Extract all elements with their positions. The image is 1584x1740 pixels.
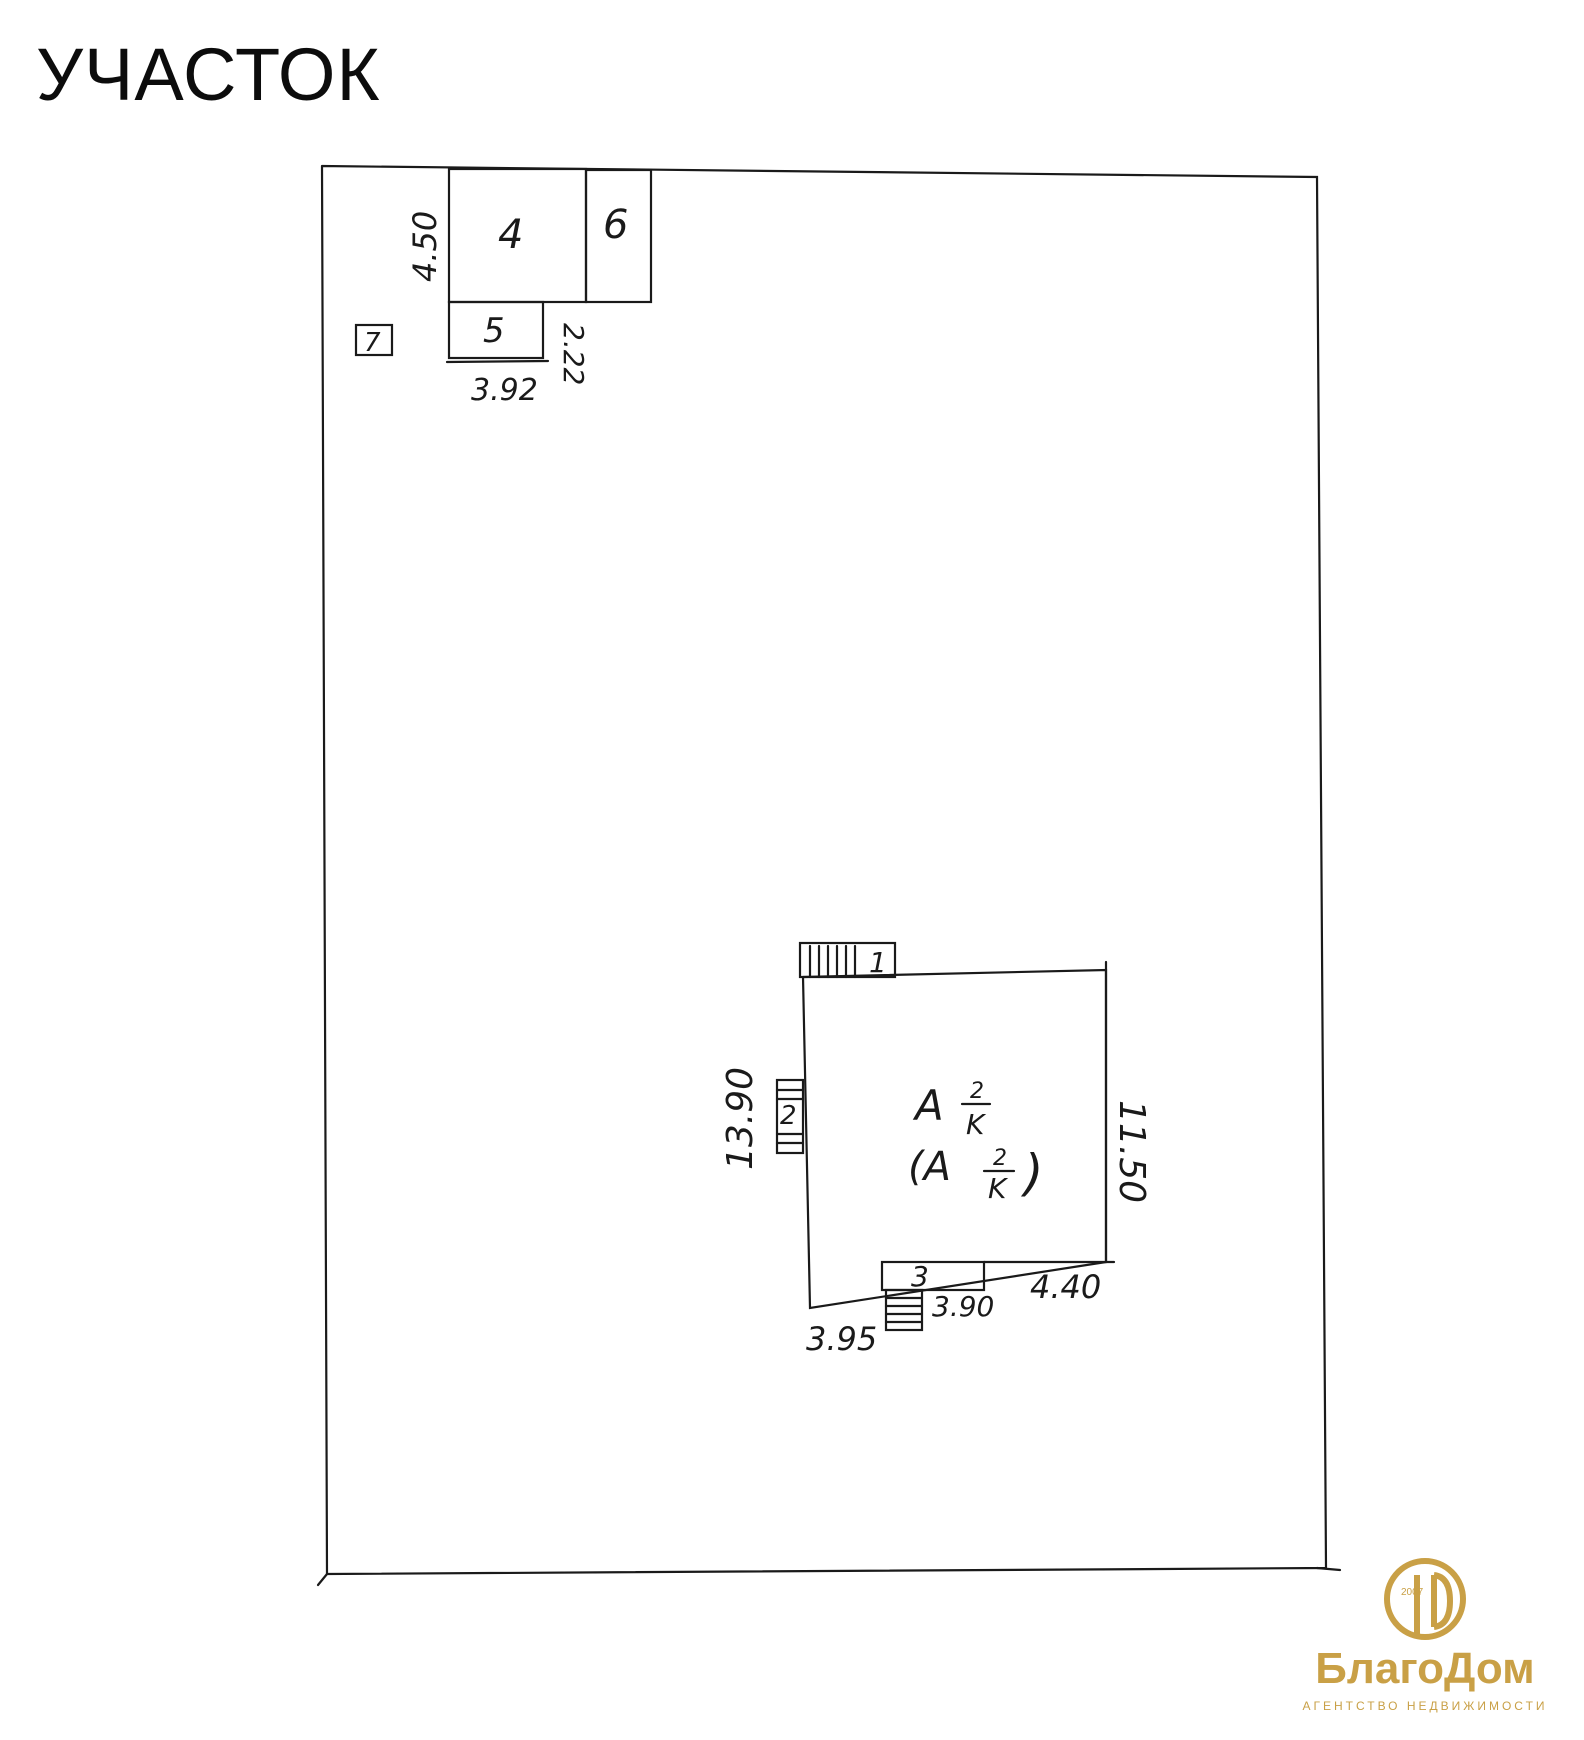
plot-corner-tick xyxy=(316,1572,329,1587)
house-label-den: K xyxy=(966,1108,987,1141)
logo-name: БлагоДом xyxy=(1315,1644,1535,1693)
building-7-label: 7 xyxy=(364,328,381,358)
building-5-label: 5 xyxy=(483,311,505,351)
building-7-outline xyxy=(354,323,394,357)
agency-logo: 2007 БлагоДом АГЕНТСТВО НЕДВИЖИМОСТИ xyxy=(1280,1555,1570,1725)
annex-3-label: 3 xyxy=(911,1260,929,1293)
dim-4-40: 4.40 xyxy=(1030,1268,1101,1306)
house-label-close: ) xyxy=(1020,1144,1044,1202)
dim-2-22: 2.22 xyxy=(557,323,590,385)
dim-13-90: 13.90 xyxy=(720,1067,761,1170)
logo-subtitle: АГЕНТСТВО НЕДВИЖИМОСТИ xyxy=(1302,1699,1548,1713)
annex-3-steps xyxy=(884,1288,924,1332)
logo-year: 2007 xyxy=(1401,1587,1424,1598)
house-label-open: (A xyxy=(908,1144,951,1190)
building-4-label: 4 xyxy=(498,212,523,258)
annex-1-label: 1 xyxy=(869,946,887,979)
dim-3-90: 3.90 xyxy=(932,1290,994,1323)
logo-emblem-icon: 2007 xyxy=(1384,1558,1466,1640)
dim-line-3-92 xyxy=(445,359,550,364)
annex-1-outline xyxy=(798,941,897,979)
house-label-den-2: K xyxy=(988,1172,1009,1205)
dim-3-95: 3.95 xyxy=(806,1320,877,1358)
dim-4-50: 4.50 xyxy=(406,211,444,282)
main-house-outline xyxy=(801,968,1108,1310)
building-6-label: 6 xyxy=(603,202,628,248)
building-5-outline xyxy=(447,300,545,360)
house-label-num-2: 2 xyxy=(993,1146,1007,1171)
annex-3-outline xyxy=(880,1260,986,1292)
annex-2-outline xyxy=(775,1078,805,1155)
dim-11-50: 11.50 xyxy=(1111,1100,1152,1203)
house-label-letter: A xyxy=(912,1081,944,1130)
house-label-num: 2 xyxy=(970,1079,984,1104)
dim-3-92: 3.92 xyxy=(471,373,538,408)
page-title: УЧАСТОК xyxy=(36,33,381,116)
building-6-outline xyxy=(584,168,653,304)
annex-2-label: 2 xyxy=(780,1101,797,1131)
plot-corner-tick xyxy=(1315,1566,1342,1572)
